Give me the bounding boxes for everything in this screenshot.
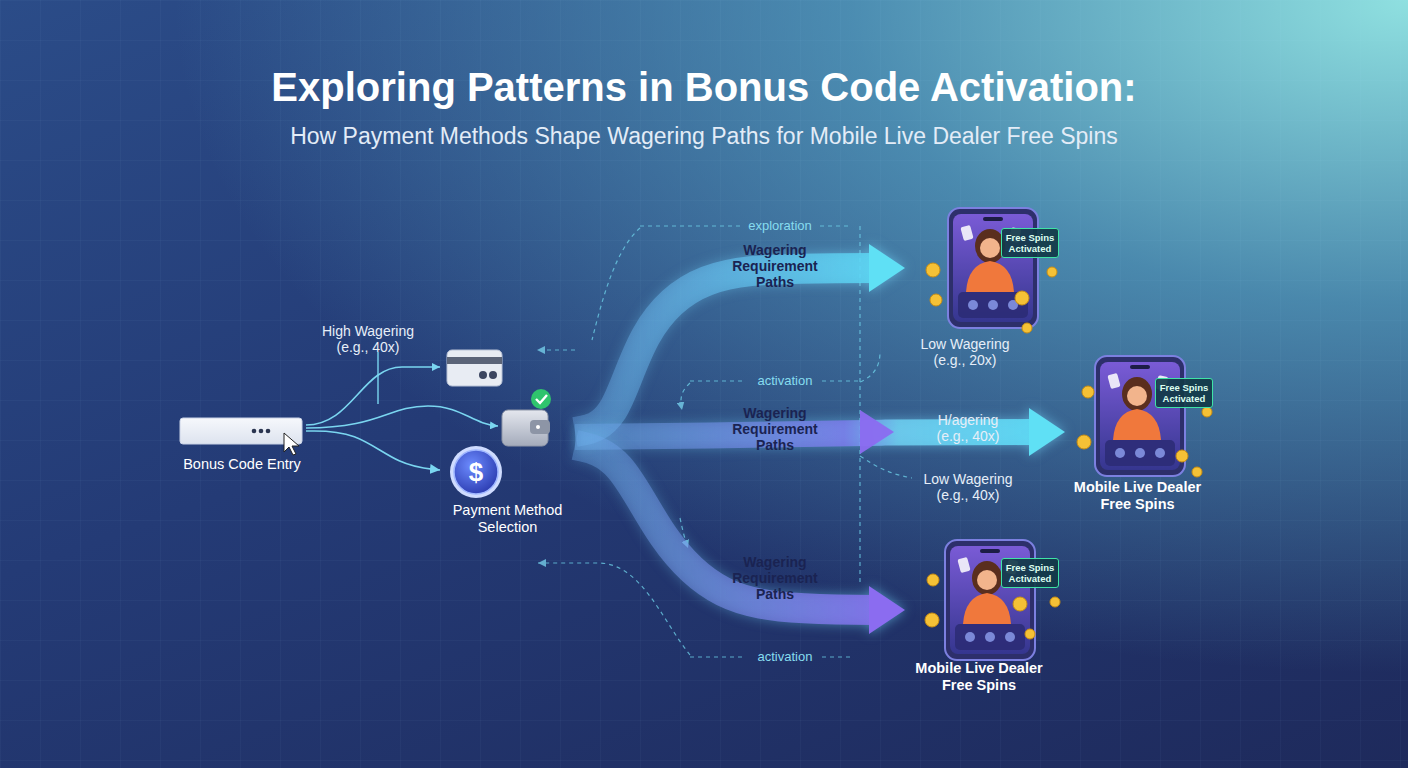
payment-line bbox=[306, 367, 440, 425]
gold-coin bbox=[1202, 407, 1212, 417]
gold-coin bbox=[925, 613, 939, 627]
status-badge: Free Spins Activated bbox=[1155, 378, 1213, 408]
payment-line bbox=[306, 406, 498, 428]
payment-group: $ Payment Method Selection bbox=[440, 340, 575, 540]
flow-tag: activation bbox=[740, 648, 830, 666]
input-dot bbox=[259, 429, 264, 434]
dashed-arrow bbox=[538, 563, 690, 655]
dashed-line bbox=[690, 380, 745, 381]
gold-coin bbox=[1015, 291, 1029, 305]
edge-label: Wagering Requirement Paths bbox=[725, 405, 825, 453]
gold-coin bbox=[930, 294, 942, 306]
phone-node: Free Spins ActivatedMobile Live Dealer F… bbox=[905, 538, 1065, 693]
input-node: Bonus Code Entry bbox=[178, 414, 306, 478]
diagram-subtitle: How Payment Methods Shape Wagering Paths… bbox=[104, 122, 1304, 150]
gold-coin bbox=[1050, 597, 1060, 607]
currency-symbol: $ bbox=[451, 457, 501, 487]
gold-coin bbox=[1082, 386, 1094, 398]
wagering-note: H/agering (e.g., 40x) bbox=[924, 412, 1012, 444]
connector-group bbox=[306, 268, 1065, 610]
edge-label: Wagering Requirement Paths bbox=[725, 242, 825, 290]
gold-coin bbox=[926, 263, 940, 277]
dashed-line bbox=[690, 656, 745, 657]
phone-node: Free Spins Activated bbox=[905, 205, 1065, 330]
node-label: Bonus Code Entry bbox=[178, 456, 306, 473]
gold-coin bbox=[1047, 267, 1057, 277]
mid-arrow-head bbox=[860, 410, 894, 454]
flow-tag: exploration bbox=[735, 217, 825, 235]
coin-group bbox=[925, 263, 1212, 639]
dashed-line bbox=[860, 456, 912, 478]
dashed-line bbox=[860, 352, 880, 382]
input-dot bbox=[252, 429, 257, 434]
edge-label: Wagering Requirement Paths bbox=[725, 554, 825, 602]
flow-tag: activation bbox=[740, 372, 830, 390]
status-badge: Free Spins Activated bbox=[1001, 558, 1059, 588]
leader-line bbox=[377, 352, 378, 404]
phone-illustration bbox=[1095, 356, 1185, 476]
dashed-line bbox=[820, 225, 850, 226]
mouse-cursor bbox=[284, 433, 299, 455]
path-arrow bbox=[575, 268, 905, 432]
dashed-line bbox=[592, 228, 640, 340]
phone-illustration bbox=[948, 208, 1038, 328]
wagering-note: High Wagering (e.g., 40x) bbox=[313, 323, 423, 355]
status-badge: Free Spins Activated bbox=[1001, 228, 1059, 258]
input-dot bbox=[266, 429, 271, 434]
diagram-title: Exploring Patterns in Bonus Code Activat… bbox=[54, 62, 1354, 112]
flow-connector bbox=[306, 431, 440, 470]
node-label: Mobile Live Dealer Free Spins bbox=[1065, 479, 1210, 513]
card-icon bbox=[447, 350, 502, 386]
wagering-note: Low Wagering (e.g., 40x) bbox=[918, 471, 1018, 503]
node-label: Payment Method Selection bbox=[440, 502, 575, 536]
gold-coin bbox=[1022, 323, 1032, 333]
card-stripe bbox=[447, 357, 502, 364]
path-arrow bbox=[575, 445, 905, 610]
gold-coin bbox=[1077, 435, 1091, 449]
dashed-line bbox=[640, 225, 742, 226]
wallet-button bbox=[536, 425, 540, 429]
card-dot bbox=[479, 371, 487, 379]
wagering-note: Low Wagering (e.g., 20x) bbox=[915, 336, 1015, 368]
gold-coin bbox=[1013, 597, 1027, 611]
wallet-flap bbox=[530, 420, 550, 434]
dashed-line bbox=[822, 380, 858, 381]
check-mark bbox=[536, 395, 547, 403]
card-dot bbox=[489, 371, 497, 379]
gold-coin bbox=[1192, 467, 1202, 477]
dashed-arrow bbox=[537, 349, 575, 350]
check-badge bbox=[531, 389, 551, 409]
dashed-line bbox=[822, 656, 850, 657]
gold-coin bbox=[1025, 629, 1035, 639]
node-label: Mobile Live Dealer Free Spins bbox=[905, 660, 1053, 694]
coin-ring bbox=[450, 446, 502, 498]
gold-coin bbox=[1176, 450, 1188, 462]
phone-node: Free Spins ActivatedMobile Live Dealer F… bbox=[1065, 352, 1225, 512]
dashed-arrow bbox=[681, 383, 690, 410]
gold-coin bbox=[927, 574, 939, 586]
